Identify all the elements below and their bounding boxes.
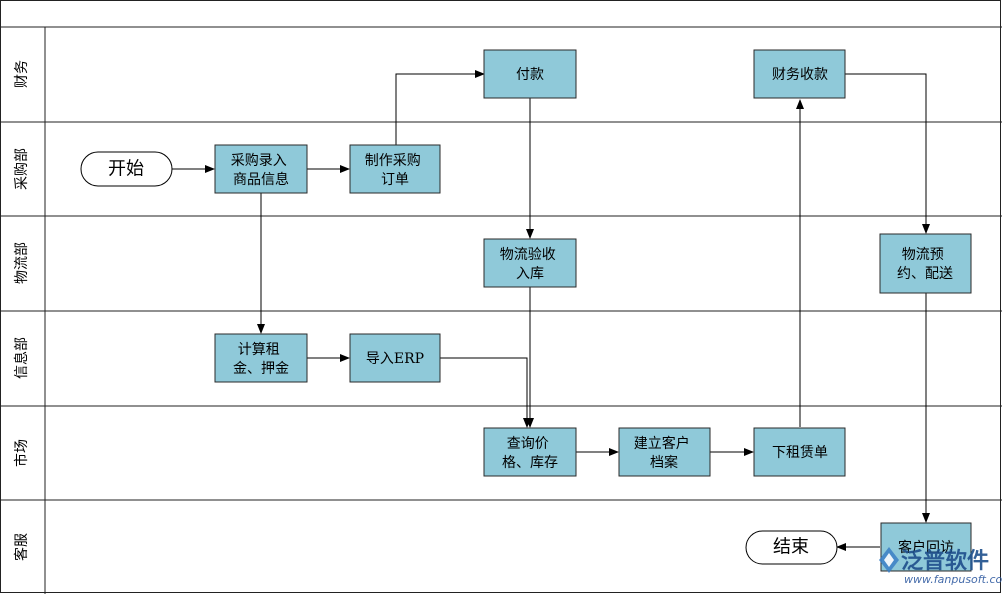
box-archive-text: 建立客户 档案 [634,435,694,471]
lane-label-logistics: 物流部 [14,242,30,284]
box-entry: 采购录入 商品信息 [214,144,308,194]
lane-label-purchasing: 采购部 [14,148,30,190]
box-rent: 下租赁单 [753,427,846,477]
watermark: 泛普软件 www.fanpusoft.com [879,547,1002,586]
lane-label-market: 市场 [13,439,30,467]
lane-label-service: 客服 [13,533,30,561]
box-pay-text: 付款 [516,67,544,83]
box-query-text: 查询价 格、库存 [502,436,558,471]
box-fin-receive: 财务收款 [753,49,846,99]
box-fin-receive-text: 财务收款 [772,67,828,83]
box-archive: 建立客户 档案 [618,427,711,477]
lanes: 财务 采购部 物流部 信息部 市场 客服 [0,60,1002,561]
process-boxes: 付款 财务收款 采购录入 商品信息 制作采购 订单 [214,49,972,572]
watermark-url: www.fanpusoft.com [904,573,1002,586]
box-order-text: 制作采购 订单 [365,153,425,188]
box-inspect: 物流验收 入库 [483,238,577,288]
connector-erp-query [440,357,531,428]
box-order: 制作采购 订单 [349,144,441,194]
box-erp-text: 导入ERP [366,351,424,367]
terminal-start: 开始 [80,151,173,187]
connector-order-pay [395,70,485,145]
connector-fin-receive-deliver [845,73,930,234]
watermark-brand: 泛普软件 [901,548,989,574]
lane-label-info: 信息部 [13,337,30,379]
box-rent-text: 下租赁单 [772,445,828,461]
box-inspect-text: 物流验收 入库 [500,247,560,282]
box-entry-text: 采购录入 商品信息 [231,153,291,188]
terminal-end: 结束 [745,530,838,565]
box-visit-text: 客户回访 [898,539,954,556]
box-erp: 导入ERP [349,333,441,383]
watermark-logo-icon [879,547,899,573]
box-deliver: 物流预 约、配送 [879,233,972,294]
terminal-start-text: 开始 [108,159,144,180]
box-calc: 计算租 金、押金 [214,333,308,383]
terminals: 开始 结束 [80,151,838,565]
box-deliver-text: 物流预 约、配送 [897,247,953,282]
lane-label-finance: 财务 [14,60,30,88]
box-pay: 付款 [483,49,577,99]
terminal-end-text: 结束 [773,537,809,558]
box-calc-text: 计算租 金、押金 [233,342,289,377]
connectors [172,70,930,551]
box-query: 查询价 格、库存 [483,427,577,477]
